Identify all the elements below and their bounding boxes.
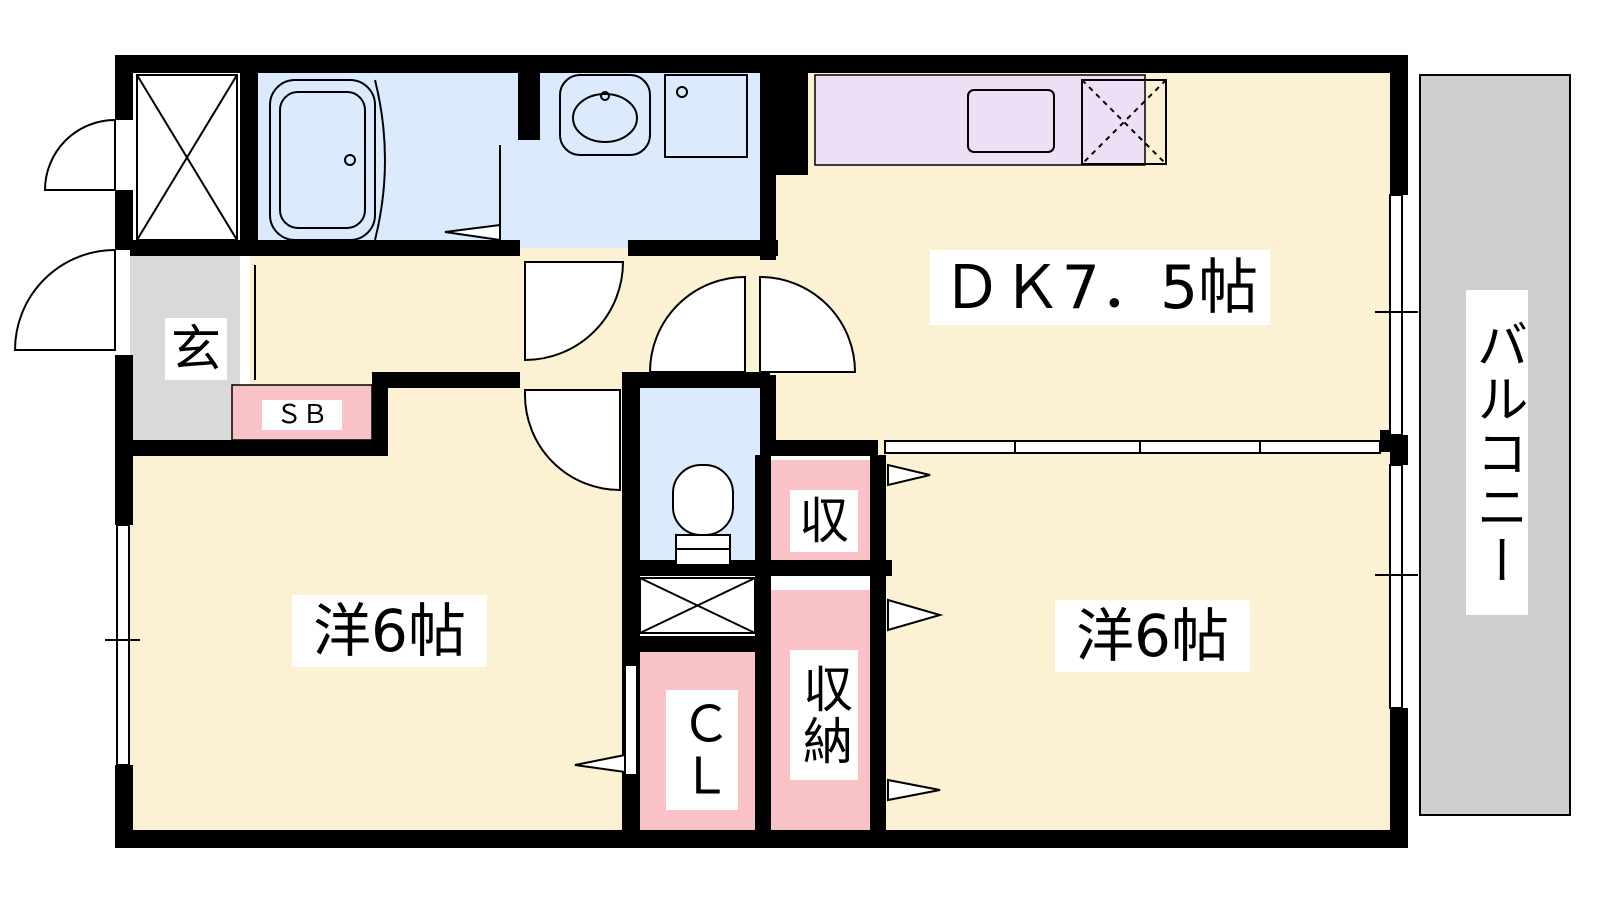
dk-label: ＤＫ7．5帖 — [930, 250, 1270, 325]
toilet — [672, 464, 734, 566]
balcony-windows — [1375, 194, 1418, 709]
entrance-label: 玄 — [165, 318, 227, 380]
washbasin — [559, 74, 748, 158]
outer-walls — [115, 55, 1408, 848]
door-swings — [13, 118, 944, 802]
interior-walls — [130, 70, 1402, 830]
closet-label: ＣＬ — [666, 690, 738, 810]
washroom-floor — [500, 70, 770, 248]
western-right-label: 洋6帖 — [1055, 600, 1250, 672]
kitchen-fixtures — [967, 79, 1167, 165]
left-window — [105, 524, 140, 766]
utility-boxes — [136, 74, 756, 634]
storage-small-label: 収 — [790, 490, 858, 552]
balcony-label: バルコニー — [1466, 290, 1528, 615]
bathtub — [269, 79, 386, 241]
kitchen-counter — [814, 74, 1146, 166]
shoe-box-label: ＳＢ — [262, 400, 342, 430]
sliding-partition — [884, 440, 1381, 454]
western-left-label: 洋6帖 — [292, 595, 487, 667]
storage-tall-label: 収納 — [790, 650, 858, 780]
